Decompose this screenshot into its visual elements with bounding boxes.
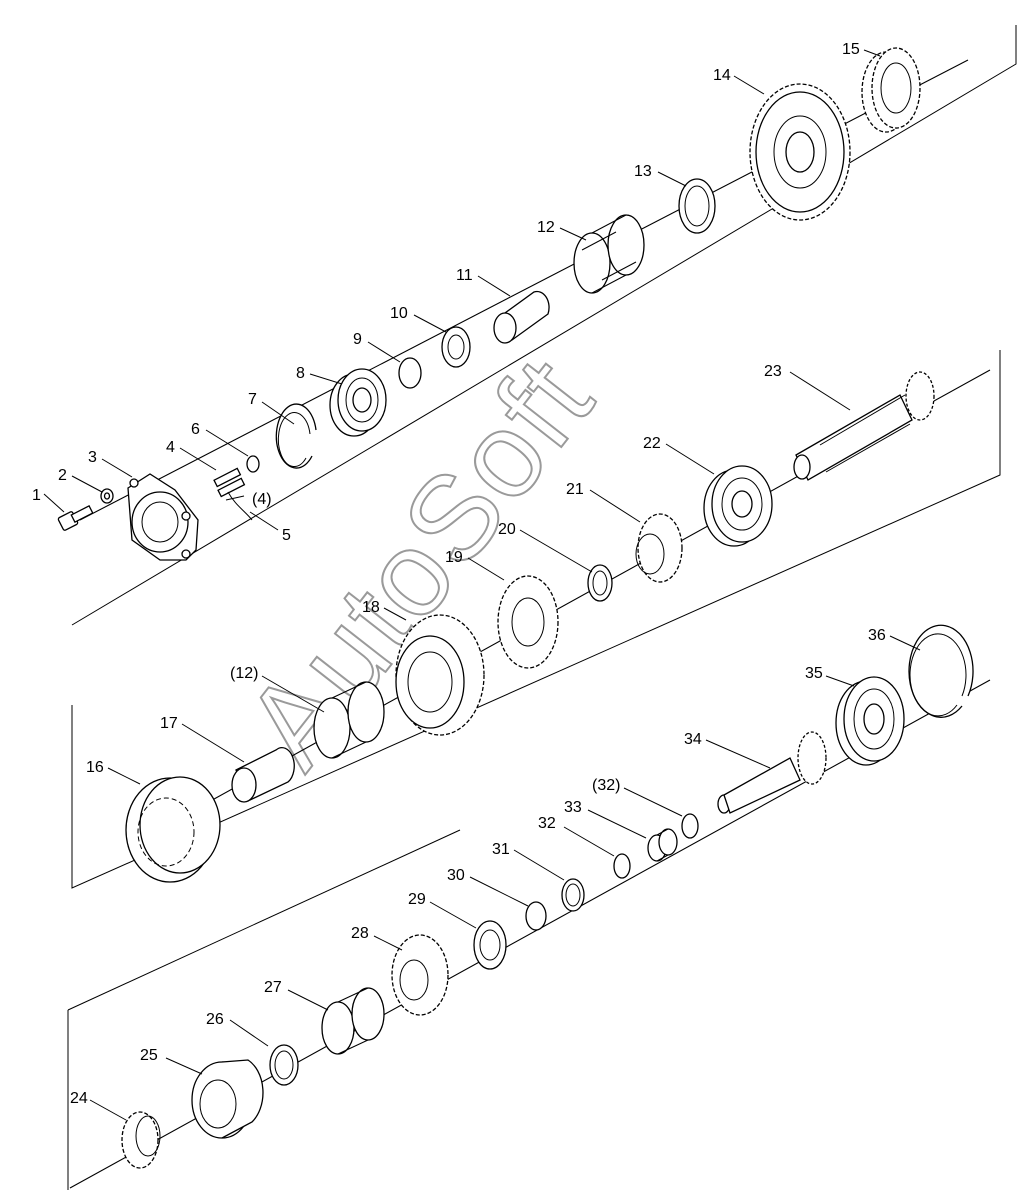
callout-14: 14 xyxy=(713,67,731,84)
callout-26: 26 xyxy=(206,1011,224,1028)
callout-22: 22 xyxy=(643,435,661,452)
part-5-wire[interactable] xyxy=(227,491,253,521)
callout-4b: (4) xyxy=(252,491,272,508)
callout-12b: (12) xyxy=(230,665,258,682)
callout-4: 4 xyxy=(166,439,175,456)
callout-16: 16 xyxy=(86,759,104,776)
part-9-ring[interactable] xyxy=(398,357,422,389)
part-8-bearing[interactable] xyxy=(329,368,387,437)
panel-3 xyxy=(67,624,991,1190)
callout-21: 21 xyxy=(566,481,584,498)
callout-17: 17 xyxy=(160,715,178,732)
callout-20: 20 xyxy=(498,521,516,538)
callout-9: 9 xyxy=(353,331,362,348)
part-23-shaft[interactable] xyxy=(793,371,935,481)
callout-27: 27 xyxy=(264,979,282,996)
callout-32b: (32) xyxy=(592,777,620,794)
part-20-ring[interactable] xyxy=(587,564,613,602)
callout-2: 2 xyxy=(58,467,67,484)
callout-labels: 1 2 3 4 (4) 5 6 7 8 9 10 11 12 13 14 15 … xyxy=(32,41,886,1107)
part-16-sleeve[interactable] xyxy=(125,776,221,883)
callout-33: 33 xyxy=(564,799,582,816)
callout-34: 34 xyxy=(684,731,702,748)
part-34-shaft[interactable] xyxy=(717,731,827,814)
part-31-ring[interactable] xyxy=(561,878,585,912)
callout-19: 19 xyxy=(445,549,463,566)
part-27-needle-bearing[interactable] xyxy=(321,987,385,1055)
part-25-hub[interactable] xyxy=(191,1059,264,1139)
callout-29: 29 xyxy=(408,891,426,908)
part-22-bearing[interactable] xyxy=(703,465,773,547)
part-2-washer[interactable] xyxy=(100,488,114,504)
callout-23: 23 xyxy=(764,363,782,380)
part-30-ring[interactable] xyxy=(525,901,547,931)
part-35-bearing[interactable] xyxy=(835,676,905,766)
callout-8: 8 xyxy=(296,365,305,382)
part-33-needle-bearing[interactable] xyxy=(647,828,678,862)
part-17-bushing[interactable] xyxy=(231,747,295,803)
part-18-gear[interactable] xyxy=(395,614,485,736)
part-3-cover[interactable] xyxy=(127,473,199,561)
panel-1 xyxy=(57,25,1017,626)
callout-1: 1 xyxy=(32,487,41,504)
part-1-bolt[interactable] xyxy=(57,505,94,531)
callout-35: 35 xyxy=(805,665,823,682)
part-13-ring[interactable] xyxy=(678,178,716,234)
panel-2 xyxy=(71,350,1001,889)
part-26-ring[interactable] xyxy=(269,1044,299,1086)
part-14-gear[interactable] xyxy=(749,83,851,221)
part-36-snap-ring[interactable] xyxy=(908,624,974,718)
callout-5: 5 xyxy=(282,527,291,544)
callout-32: 32 xyxy=(538,815,556,832)
callout-7: 7 xyxy=(248,391,257,408)
callout-31: 31 xyxy=(492,841,510,858)
part-10-seal[interactable] xyxy=(441,326,471,368)
leader-lines xyxy=(43,49,921,1121)
callout-13: 13 xyxy=(634,163,652,180)
part-24-gear[interactable] xyxy=(121,1111,161,1169)
callout-24: 24 xyxy=(70,1090,88,1107)
part-4-pin[interactable] xyxy=(213,467,246,498)
part-19-gear[interactable] xyxy=(497,575,559,669)
part-28-gear[interactable] xyxy=(391,934,449,1016)
part-12b-needle-bearing[interactable] xyxy=(313,681,385,759)
part-15-gear[interactable] xyxy=(861,47,921,133)
part-12-needle-bearing[interactable] xyxy=(573,214,645,294)
callout-36: 36 xyxy=(868,627,886,644)
part-7-snap-ring[interactable] xyxy=(275,403,317,469)
part-11-sleeve[interactable] xyxy=(493,290,550,344)
part-6-plate[interactable] xyxy=(246,455,260,473)
part-32-ring[interactable] xyxy=(613,853,631,879)
callout-11: 11 xyxy=(456,267,473,284)
part-32b-ring[interactable] xyxy=(681,813,699,839)
callout-30: 30 xyxy=(447,867,465,884)
callout-3: 3 xyxy=(88,449,97,466)
callout-15: 15 xyxy=(842,41,860,58)
part-21-gear[interactable] xyxy=(635,513,683,583)
callout-6: 6 xyxy=(191,421,200,438)
callout-12: 12 xyxy=(537,219,555,236)
callout-18: 18 xyxy=(362,599,380,616)
callout-28: 28 xyxy=(351,925,369,942)
callout-25: 25 xyxy=(140,1047,158,1064)
callout-10: 10 xyxy=(390,305,408,322)
part-29-washer[interactable] xyxy=(473,920,507,970)
